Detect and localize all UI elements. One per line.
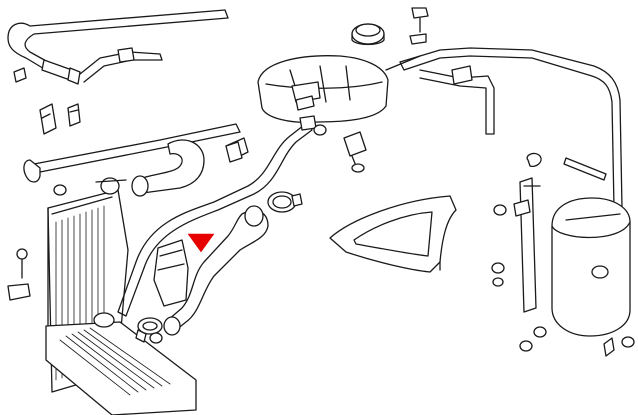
clamp-center: [313, 124, 327, 136]
bleeder-valve: [295, 95, 315, 111]
radiator: [45, 189, 197, 415]
bolt-left-top: [13, 67, 27, 83]
expansion-tank-cap: [351, 23, 385, 46]
support-bracket: [513, 152, 542, 313]
return-hose-middle: [23, 123, 249, 183]
sensor-switch: [343, 131, 367, 173]
lower-radiator-hose: [163, 205, 269, 336]
reservoir-bottle: [551, 197, 631, 337]
clip-left-lower: [7, 283, 31, 301]
duct-cover: [153, 239, 189, 307]
grommet-lower: [149, 332, 163, 344]
tank-bolt-top: [409, 7, 429, 45]
mounting-frame: [329, 195, 457, 273]
overflow-line-right: [399, 47, 623, 209]
bleed-line-upper-left: [7, 9, 229, 85]
red-pointer-arrow: [187, 233, 215, 253]
expansion-tank: [257, 55, 421, 131]
small-bolt-right: [491, 204, 507, 287]
upper-radiator-hose: [95, 139, 205, 197]
mounting-strap: [563, 157, 607, 181]
hose-clip-left: [67, 103, 81, 127]
grommet-center: [225, 141, 243, 163]
coolant-feed-pipe: [93, 121, 313, 328]
hose-clamp-lower: [135, 317, 163, 343]
grommet-left: [53, 184, 67, 196]
fasteners-right-bottom: [519, 326, 635, 357]
hose-clamp-upper: [267, 191, 303, 213]
screw-left-mid: [16, 248, 28, 279]
bracket-clip-left: [39, 103, 57, 135]
